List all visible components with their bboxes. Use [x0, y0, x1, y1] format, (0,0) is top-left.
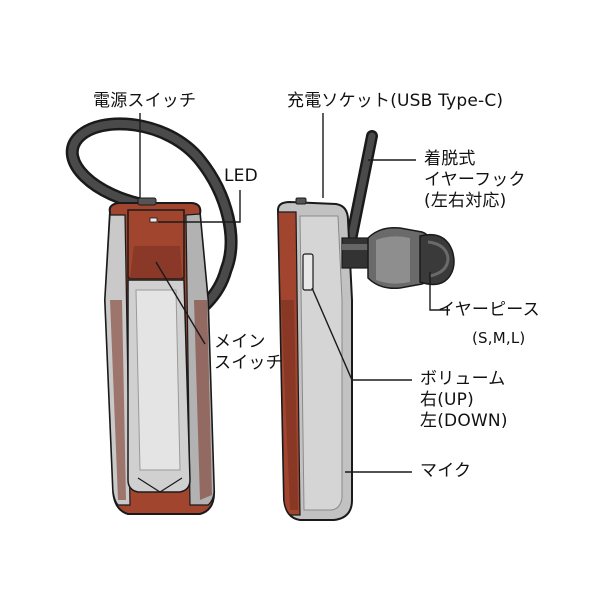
line-ear-piece [429, 272, 450, 311]
label-ear-hook-line3: (左右対応) [424, 191, 507, 211]
line-volume [311, 287, 412, 381]
label-ear-hook-line2: イヤーフック [424, 170, 526, 190]
label-main-switch: メイン スイッチ [214, 332, 283, 374]
line-main-switch [155, 261, 206, 345]
label-led: LED [224, 166, 258, 186]
label-ear-piece-sizes: (S,M,L) [472, 329, 526, 347]
side-view [276, 130, 455, 521]
line-led [158, 190, 241, 223]
label-volume: ボリューム 右(UP) 左(DOWN) [420, 369, 508, 432]
label-mic: マイク [420, 461, 472, 481]
label-main-switch-line1: メイン [214, 332, 266, 352]
callout-lines [139, 113, 450, 473]
label-power-switch: 電源スイッチ [93, 91, 197, 111]
label-volume-line2: 右(UP) [420, 390, 474, 410]
label-volume-line1: ボリューム [420, 369, 506, 389]
label-main-switch-line2: スイッチ [214, 353, 283, 373]
volume-button [302, 253, 314, 291]
label-ear-hook-line1: 着脱式 [424, 149, 476, 169]
label-ear-hook: 着脱式 イヤーフック (左右対応) [424, 149, 526, 212]
power-switch-nub [137, 197, 157, 206]
front-view [65, 117, 238, 515]
usb-socket [295, 197, 307, 205]
label-charge-socket: 充電ソケット(USB Type-C) [287, 91, 504, 111]
label-ear-piece: イヤーピース [438, 300, 540, 320]
label-volume-line3: 左(DOWN) [420, 411, 508, 431]
led-indicator [149, 217, 158, 223]
